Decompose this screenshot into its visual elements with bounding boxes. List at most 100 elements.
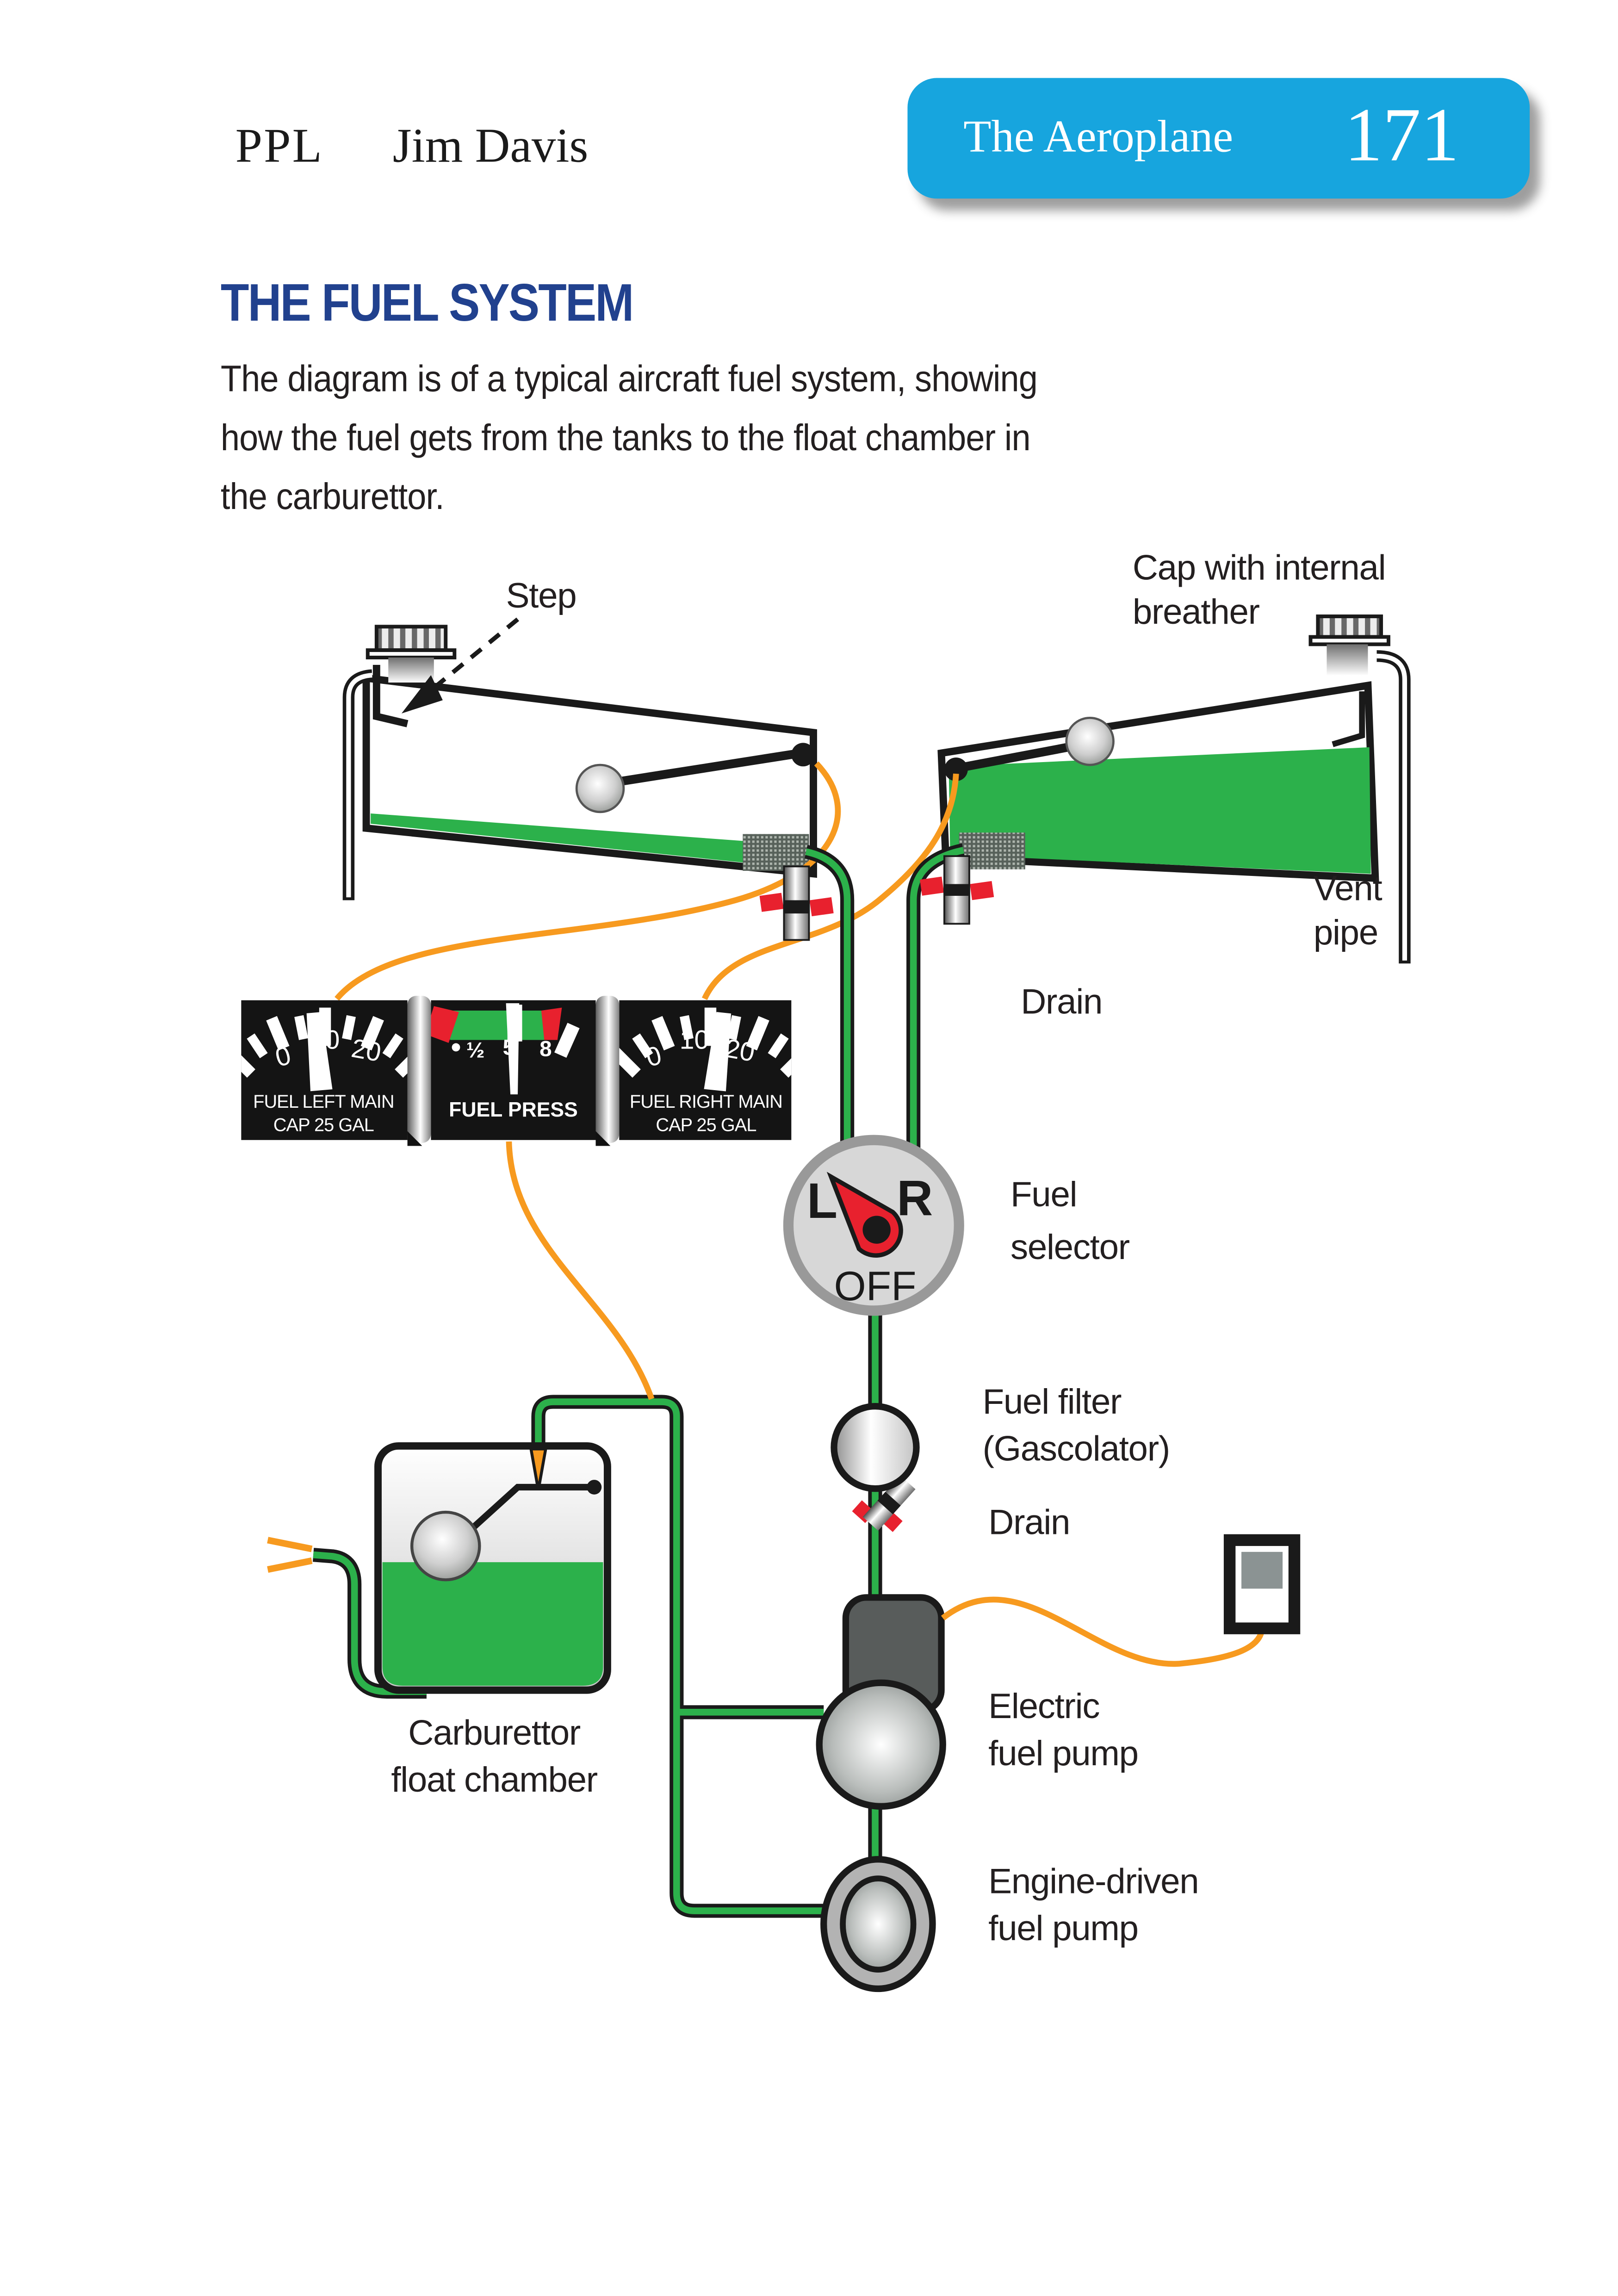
right-gauge-needle <box>704 1012 732 1092</box>
left-tank-fuel <box>371 813 809 869</box>
left-gauge-ticks <box>241 1007 408 1078</box>
press-needle <box>506 1003 520 1095</box>
chapter-banner: The Aeroplane 171 <box>907 78 1530 199</box>
drain-band <box>877 1491 901 1514</box>
left-sender-wire <box>335 761 841 1001</box>
press-gauge-name: FUEL PRESS <box>449 1098 578 1121</box>
press-red-max <box>541 1007 562 1040</box>
engine-pump-dome <box>840 1875 917 1973</box>
left-cap-neck <box>388 658 434 683</box>
left-fuel-sender <box>791 743 815 767</box>
right-gauge-name: FUEL RIGHT MAIN <box>630 1092 782 1112</box>
right-tank-fuel <box>948 747 1371 874</box>
left-fuel-tank <box>362 664 817 878</box>
drain-handle <box>809 897 834 917</box>
right-tank-cap <box>1308 614 1390 676</box>
chamber-float-pivot <box>587 1480 602 1495</box>
press-tick-8: 8 <box>539 1037 552 1061</box>
electric-fuel-pump <box>816 1594 946 1810</box>
carburettor-jet-core <box>313 1551 427 1695</box>
vent-pipe-label: Vent <box>1314 869 1382 908</box>
filter-bowl <box>831 1402 920 1492</box>
cap-breather-label: breather <box>1133 592 1260 632</box>
drain-band <box>784 900 809 914</box>
fuel-selector-label: selector <box>1010 1228 1130 1267</box>
left-gauge-needle <box>306 1012 333 1092</box>
right-vent-pipe-bore <box>1376 653 1407 961</box>
book-code: PPL <box>235 120 323 174</box>
left-float-arm <box>621 749 801 786</box>
gauge-divider <box>595 996 620 1143</box>
float-chamber-label: Carburettor <box>408 1713 581 1752</box>
intro-paragraph: The diagram is of a typical aircraft fue… <box>220 350 1038 527</box>
engine-pump-label: fuel pump <box>988 1909 1138 1948</box>
press-red-min <box>431 1006 459 1043</box>
right-fuel-gauge: 0 10 20 FUEL RIGHT MAIN CAP 25 GAL <box>619 1007 792 1136</box>
electric-pump-label: fuel pump <box>988 1734 1138 1773</box>
right-float <box>1065 716 1115 766</box>
right-float-arm <box>958 743 1069 772</box>
selector-right-label: R <box>897 1170 933 1226</box>
electric-pump-wire <box>941 1596 1265 1667</box>
intro-line: how the fuel gets from the tanks to the … <box>220 417 1031 459</box>
fuel-filter-label: (Gascolator) <box>983 1429 1170 1469</box>
selector-pointer-knob <box>862 1216 891 1244</box>
press-tick-half: ½ <box>466 1038 485 1063</box>
right-fuel-tank <box>937 681 1379 882</box>
engine-driven-fuel-pump <box>820 1856 936 1992</box>
right-tank-feed-core <box>910 847 964 1150</box>
selector-off-label: OFF <box>834 1263 917 1309</box>
step-label: Step <box>506 576 577 615</box>
chapter-title: The Aeroplane <box>963 110 1234 162</box>
gauge-divider <box>407 996 431 1143</box>
right-cap-ribs <box>1316 614 1383 639</box>
intro-line: the carburettor. <box>220 476 445 518</box>
left-tank-feed-line <box>804 844 855 1148</box>
tank-drain-label: Drain <box>1021 982 1102 1021</box>
right-fuel-sender <box>944 757 968 782</box>
left-vent-pipe-bore <box>346 673 372 898</box>
engine-pump-label: Engine-driven <box>988 1862 1198 1901</box>
internal-breather-tube <box>1332 691 1365 747</box>
left-fuel-gauge: 0 10 20 FUEL LEFT MAIN CAP 25 GAL <box>241 1007 408 1136</box>
electric-pump-switch <box>1223 1534 1301 1634</box>
electric-pump-dome <box>816 1679 946 1810</box>
pressure-gauge-wire <box>506 1141 655 1400</box>
press-end-tick <box>554 1023 580 1058</box>
right-cap-neck <box>1327 644 1368 676</box>
drain-handle <box>970 881 994 900</box>
filter-drain-valve <box>852 1475 916 1532</box>
book-author: Jim Davis <box>392 120 589 174</box>
left-gauge-capacity: CAP 25 GAL <box>273 1115 374 1136</box>
press-bullet <box>452 1043 460 1052</box>
press-green-arc <box>444 1010 559 1040</box>
vent-pipe-label: pipe <box>1314 913 1378 952</box>
left-cap-ribs <box>374 625 448 652</box>
right-gauge-capacity: CAP 25 GAL <box>656 1115 756 1136</box>
left-tank-cap <box>366 625 457 683</box>
left-float <box>575 763 625 813</box>
carburettor-float-chamber <box>374 1442 611 1694</box>
left-gauge-tick-20: 20 <box>349 1033 384 1067</box>
fuel-pressure-gauge: ½ 5 8 FUEL PRESS <box>431 1003 580 1121</box>
drain-band <box>944 884 969 896</box>
left-tank-feed-core <box>805 848 851 1148</box>
fuel-selector-valve: L R OFF <box>783 1135 964 1316</box>
left-gauge-name: FUEL LEFT MAIN <box>253 1092 394 1112</box>
right-sender-wire <box>701 773 959 1000</box>
fuel-selector-label: Fuel <box>1010 1175 1077 1214</box>
right-vent-pipe <box>1376 650 1411 964</box>
left-tank-outlet-screen <box>743 834 809 871</box>
page-title: THE FUEL SYSTEM <box>220 272 634 333</box>
chamber-float <box>410 1510 481 1582</box>
drain-handle <box>920 876 944 896</box>
fuel-filter-gascolator <box>831 1402 920 1532</box>
switch-rocker <box>1241 1551 1283 1589</box>
right-gauge-tick-10: 10 <box>680 1025 709 1055</box>
chamber-float-arm <box>468 1483 595 1533</box>
float-chamber-fuel <box>382 1562 603 1686</box>
jet-spray-icon <box>267 1557 313 1573</box>
right-cap-flange <box>1308 635 1390 646</box>
